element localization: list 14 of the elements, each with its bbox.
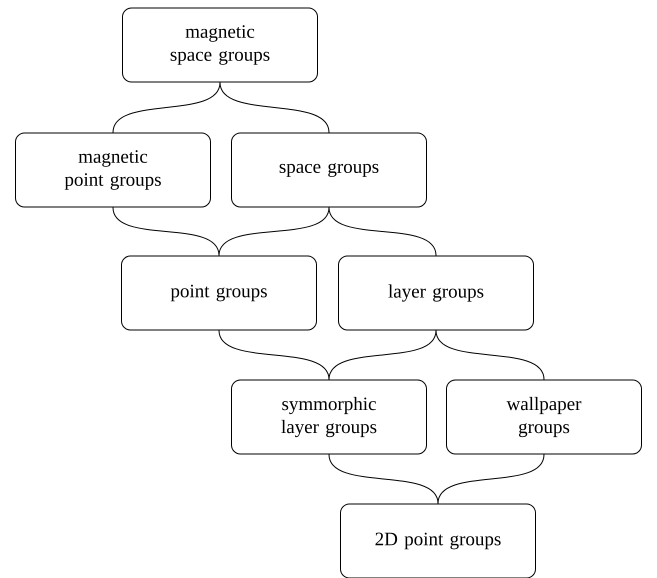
connector-curve xyxy=(220,82,330,133)
group-box: wallpaper groups xyxy=(446,380,642,454)
group-box: magnetic point groups xyxy=(15,132,211,208)
group-box: magnetic space groups xyxy=(122,8,318,82)
group-box: symmorphic layer groups xyxy=(231,380,427,454)
connector-curve xyxy=(436,330,544,380)
connector-curve xyxy=(438,454,544,504)
group-box: point groups xyxy=(121,256,317,330)
group-box: 2D point groups xyxy=(340,503,536,578)
group-box: layer groups xyxy=(338,256,534,330)
group-box: space groups xyxy=(231,132,427,208)
connector-curve xyxy=(218,207,330,256)
connector-curve xyxy=(112,207,220,256)
connector-curve xyxy=(328,207,436,256)
